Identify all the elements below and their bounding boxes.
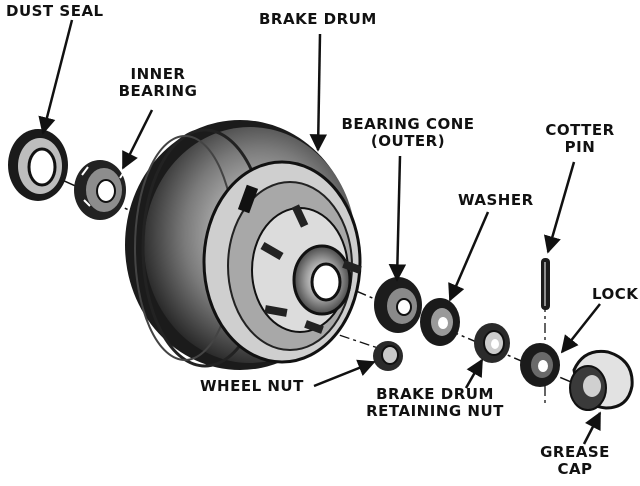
arrow-wheel-nut — [313, 359, 376, 388]
grease-cap-part — [569, 349, 634, 411]
lock-part — [520, 343, 560, 387]
cotter-pin-part — [541, 258, 550, 310]
label-dust-seal: DUST SEAL — [6, 2, 104, 20]
arrow-cotter-pin — [543, 161, 576, 254]
label-bearing-cone-outer: BEARING CONE (OUTER) — [328, 116, 488, 150]
bearing-cone-outer-part — [374, 277, 422, 333]
label-wheel-nut: WHEEL NUT — [200, 377, 304, 395]
washer-part — [420, 298, 460, 346]
label-grease-cap: GREASE CAP — [530, 444, 620, 478]
label-retaining-nut-line2: RETAINING NUT — [366, 402, 504, 420]
arrow-grease-cap — [582, 411, 602, 445]
leader-arrows — [38, 19, 602, 445]
retaining-nut-part — [474, 323, 510, 363]
label-cotter-pin-line1: COTTER — [545, 121, 615, 139]
label-retaining-nut: BRAKE DRUM RETAINING NUT — [352, 386, 518, 420]
label-washer: WASHER — [458, 191, 534, 209]
label-brake-drum: BRAKE DRUM — [259, 10, 377, 28]
wheel-nut-part — [373, 341, 403, 371]
label-inner-bearing-line1: INNER — [130, 65, 186, 83]
dust-seal-part — [8, 129, 68, 201]
label-inner-bearing: INNER BEARING — [110, 66, 206, 100]
arrow-dust-seal — [38, 19, 74, 135]
label-cotter-pin: COTTER PIN — [538, 122, 622, 156]
arrow-bearing-cone — [388, 155, 407, 282]
arrow-brake-drum — [309, 33, 328, 152]
label-lock: LOCK — [592, 285, 639, 303]
label-inner-bearing-line2: BEARING — [118, 82, 198, 100]
label-grease-cap-line1: GREASE — [540, 443, 610, 461]
label-grease-cap-line2: CAP — [557, 460, 593, 478]
label-bearing-cone-line1: BEARING CONE — [341, 115, 475, 133]
arrow-washer — [448, 211, 490, 302]
label-cotter-pin-line2: PIN — [564, 138, 596, 156]
brake-drum-part — [125, 120, 362, 370]
arrow-retaining-nut — [464, 358, 484, 389]
label-bearing-cone-line2: (OUTER) — [370, 132, 446, 150]
label-retaining-nut-line1: BRAKE DRUM — [376, 385, 494, 403]
arrow-lock — [560, 303, 601, 354]
inner-bearing-part — [74, 160, 126, 220]
arrow-inner-bearing — [121, 109, 154, 170]
